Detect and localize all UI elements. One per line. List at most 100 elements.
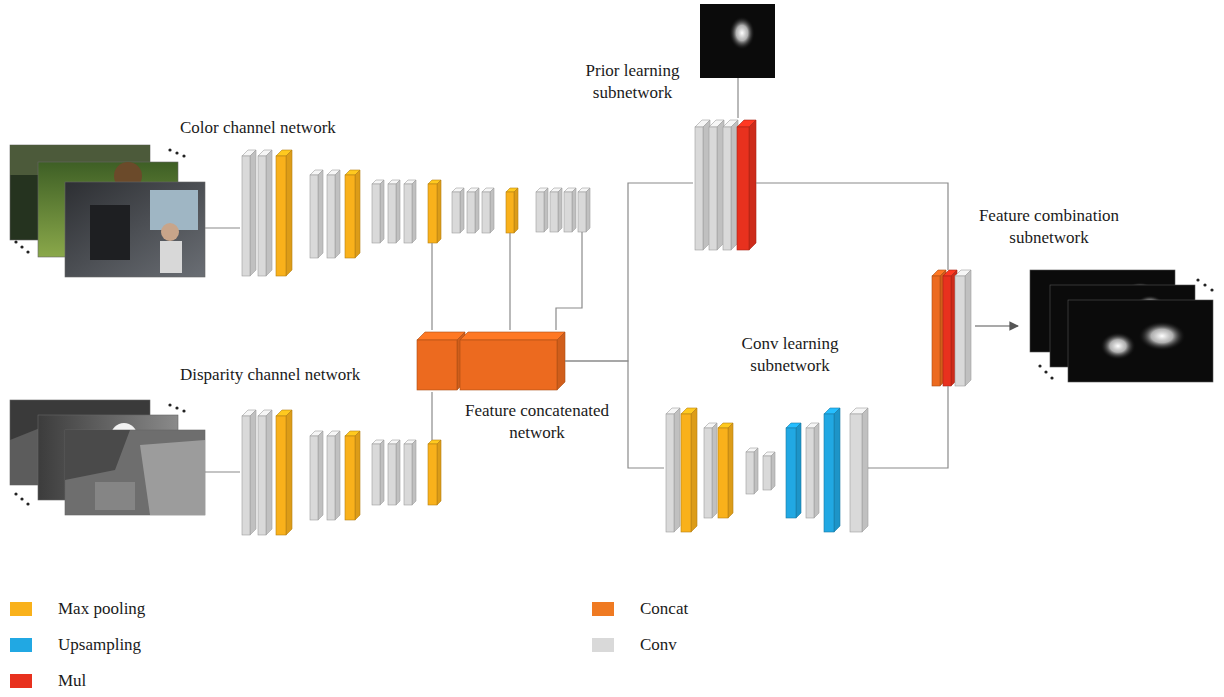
layer-side: [475, 188, 479, 233]
ellipsis-dot: [1203, 283, 1206, 286]
legend-label: Mul: [58, 670, 86, 692]
layer-front: [372, 184, 380, 243]
layer-front: [242, 416, 250, 535]
ellipsis-dot: [1050, 376, 1053, 379]
network-block: Prior learning subnetwork: [693, 118, 756, 252]
output-maps: [1030, 270, 1214, 382]
ellipsis-dot: [175, 151, 178, 154]
legend-entry: Conv: [592, 634, 677, 656]
layer-front: [709, 127, 717, 250]
connector: [868, 386, 948, 468]
prior-image: [700, 4, 775, 78]
layer-side: [814, 423, 819, 518]
layer-front: [704, 428, 712, 518]
layer-side: [796, 423, 801, 518]
layer-front: [824, 414, 834, 532]
layer-front: [850, 414, 862, 532]
layer-side: [266, 150, 272, 276]
pool-layer: [428, 440, 441, 505]
layer-front: [746, 452, 754, 494]
ellipsis-dot: [14, 492, 17, 495]
layer-side: [437, 440, 441, 505]
legend-label: Concat: [640, 598, 688, 620]
ellipsis-dot: [168, 148, 171, 151]
layer-side: [437, 180, 441, 243]
pool-layer: [718, 423, 733, 518]
conv-layer: [763, 452, 775, 490]
layer-side: [514, 188, 518, 233]
legend-entry: Concat: [592, 598, 688, 620]
layer-front: [460, 340, 557, 390]
prior-blob: [729, 16, 755, 50]
conv-layer: [452, 188, 464, 233]
legend-label: Upsampling: [58, 634, 141, 656]
layer-front: [943, 276, 951, 386]
wire: [431, 408, 432, 440]
network-label: Conv learning subnetwork: [725, 333, 855, 377]
layer-front: [327, 436, 335, 520]
ellipsis-dot: [168, 403, 171, 406]
conv-layer: [850, 408, 868, 532]
output-arrow: [975, 325, 1018, 326]
ellipsis-dot: [26, 250, 29, 253]
layer-side: [335, 170, 340, 258]
mul-layer: [737, 120, 756, 250]
legend-entry: Mul: [10, 670, 86, 692]
conv-layer: [536, 188, 548, 232]
conv-layer: [242, 150, 256, 276]
layer-side: [771, 452, 775, 490]
conv-layer: [550, 188, 562, 232]
layer-front: [955, 276, 965, 386]
conv-layer: [955, 270, 971, 386]
layer-side: [318, 431, 323, 520]
image-detail: [140, 440, 205, 515]
connector: [756, 183, 948, 270]
layer-side: [490, 188, 494, 233]
image-detail: [90, 205, 130, 260]
conv-layer: [242, 410, 256, 535]
ellipsis-dot: [1044, 370, 1047, 373]
conv-layer: [372, 180, 384, 243]
legend-label: Max pooling: [58, 598, 145, 620]
layer-front: [932, 276, 940, 386]
pool-layer: [345, 431, 360, 520]
layer-front: [695, 127, 703, 250]
conv-layer: [695, 120, 710, 250]
layer-side: [318, 170, 323, 258]
layer-front: [564, 192, 572, 232]
saliency-blob: [1100, 332, 1136, 360]
conv-layer: [388, 180, 400, 243]
layer-side: [557, 332, 565, 390]
connector: [509, 278, 510, 330]
disparity-input-images: [10, 400, 205, 515]
pool-layer: [276, 150, 292, 276]
prior-map: [700, 4, 775, 78]
conv-layer: [404, 440, 416, 505]
layer-front: [428, 444, 437, 505]
layer-front: [428, 184, 437, 243]
layer-front: [536, 192, 544, 232]
conv-layer: [372, 440, 384, 505]
image-detail: [160, 241, 182, 273]
layer-side: [712, 423, 717, 518]
layer-side: [754, 448, 758, 494]
layer-side: [286, 410, 292, 535]
layer-front: [404, 444, 412, 505]
layer-side: [396, 180, 400, 243]
network-block: Disparity channel network: [240, 408, 450, 537]
conv-layer: [388, 440, 400, 505]
legend-label: Conv: [640, 634, 677, 656]
layer-front: [417, 340, 457, 390]
legend-swatch: [592, 638, 614, 652]
layer-front: [258, 156, 266, 276]
network-block: Conv learning subnetwork: [664, 406, 868, 536]
legend-entry: Max pooling: [10, 598, 145, 620]
legend-swatch: [592, 602, 614, 616]
layer-side: [250, 410, 256, 535]
conv-layer: [564, 188, 576, 232]
layer-front: [467, 192, 475, 233]
ellipsis-dot: [182, 409, 185, 412]
cat-layer: [460, 332, 565, 390]
